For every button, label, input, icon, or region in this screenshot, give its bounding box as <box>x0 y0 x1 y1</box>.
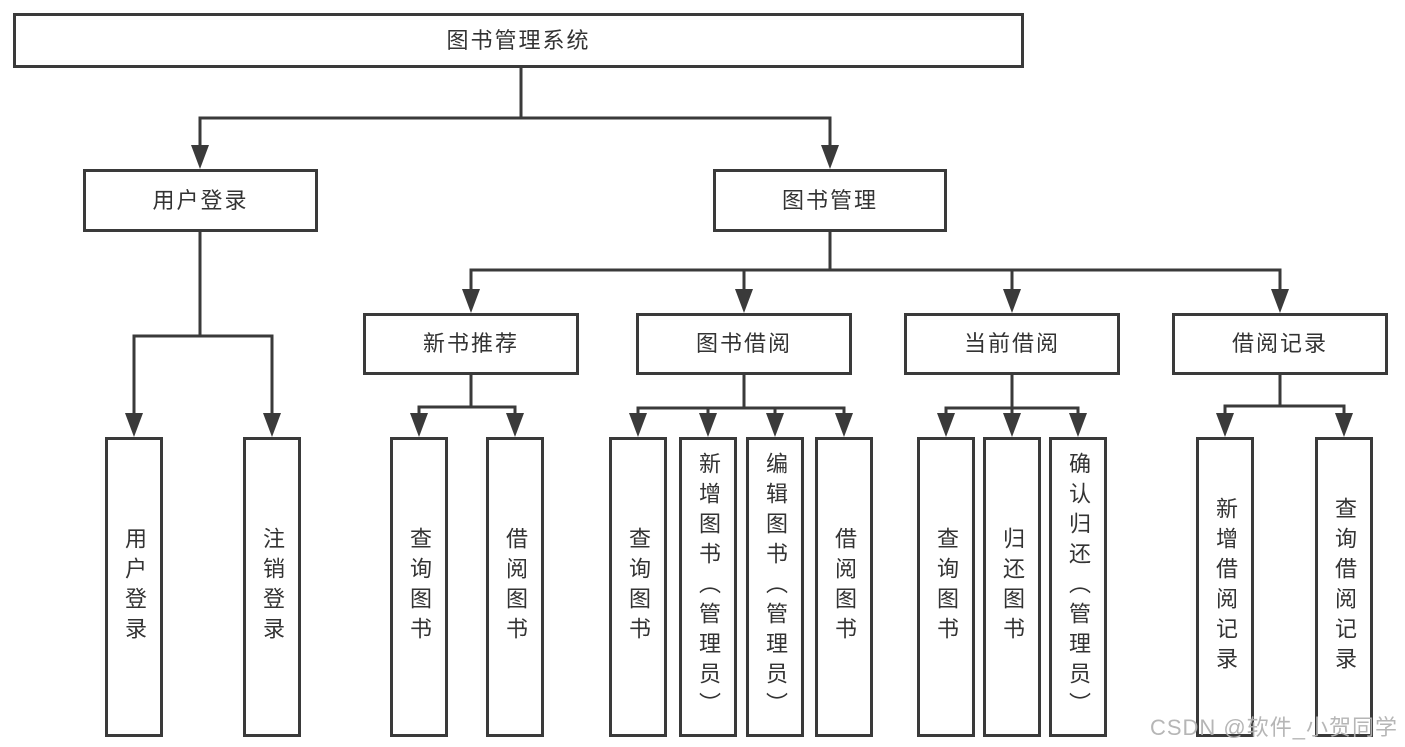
node-label: 当前借阅 <box>963 331 1060 356</box>
arrowhead-icon <box>1003 413 1021 437</box>
node-label: 借阅图书 <box>832 527 857 647</box>
node-label: 用户登录 <box>152 187 249 213</box>
arrowhead-icon <box>263 413 281 437</box>
node-label: 查询图书 <box>407 527 432 647</box>
node-label: 查询借阅记录 <box>1332 497 1357 677</box>
node-label: 编辑图书（管理员） <box>763 452 788 722</box>
leaf-br-query-borrow-record: 查询借阅记录 <box>1315 437 1373 737</box>
node-user-login: 用户登录 <box>83 169 318 232</box>
arrowhead-icon <box>735 289 753 313</box>
arrowhead-icon <box>821 145 839 169</box>
node-label: 用户登录 <box>122 527 147 647</box>
arrowhead-icon <box>506 413 524 437</box>
node-label: 新增图书（管理员） <box>696 452 721 722</box>
arrowhead-icon <box>125 413 143 437</box>
node-label: 图书借阅 <box>695 331 792 356</box>
leaf-nb-borrow-books: 借阅图书 <box>486 437 544 737</box>
node-new-book-recommend: 新书推荐 <box>363 313 579 375</box>
leaf-nb-query-books: 查询图书 <box>390 437 448 737</box>
arrowhead-icon <box>1335 413 1353 437</box>
arrowhead-icon <box>1069 413 1087 437</box>
arrowhead-icon <box>1216 413 1234 437</box>
leaf-br-add-borrow-record: 新增借阅记录 <box>1196 437 1254 737</box>
node-label: 查询图书 <box>626 527 651 647</box>
arrowhead-icon <box>937 413 955 437</box>
node-label: 新书推荐 <box>422 331 519 356</box>
node-label: 确认归还（管理员） <box>1066 452 1091 722</box>
node-borrow-records: 借阅记录 <box>1172 313 1388 375</box>
arrowhead-icon <box>410 413 428 437</box>
node-current-borrow: 当前借阅 <box>904 313 1120 375</box>
connector-lines <box>132 66 1346 410</box>
leaf-cb-confirm-return-admin: 确认归还（管理员） <box>1049 437 1107 737</box>
leaf-bb-add-books-admin: 新增图书（管理员） <box>679 437 737 737</box>
node-book-management: 图书管理 <box>713 169 947 232</box>
node-system-root: 图书管理系统 <box>13 13 1024 68</box>
arrowhead-icon <box>1003 289 1021 313</box>
leaf-bb-query-books: 查询图书 <box>609 437 667 737</box>
arrowhead-icon <box>1271 289 1289 313</box>
node-label: 图书管理系统 <box>446 27 591 53</box>
node-label: 归还图书 <box>1000 527 1025 647</box>
leaf-user-login: 用户登录 <box>105 437 163 737</box>
node-book-borrow: 图书借阅 <box>636 313 852 375</box>
arrowhead-icon <box>191 145 209 169</box>
leaf-cb-query-books: 查询图书 <box>917 437 975 737</box>
arrowhead-icon <box>699 413 717 437</box>
arrowhead-icon <box>835 413 853 437</box>
node-label: 借阅记录 <box>1231 331 1328 356</box>
node-label: 借阅图书 <box>503 527 528 647</box>
arrowhead-icon <box>629 413 647 437</box>
node-label: 查询图书 <box>934 527 959 647</box>
leaf-bb-borrow-books: 借阅图书 <box>815 437 873 737</box>
node-label: 图书管理 <box>781 187 878 213</box>
node-label: 新增借阅记录 <box>1213 497 1238 677</box>
leaf-bb-edit-books-admin: 编辑图书（管理员） <box>746 437 804 737</box>
arrowhead-icon <box>766 413 784 437</box>
leaf-logout: 注销登录 <box>243 437 301 737</box>
node-label: 注销登录 <box>260 527 285 647</box>
arrowhead-icon <box>462 289 480 313</box>
leaf-cb-return-books: 归还图书 <box>983 437 1041 737</box>
watermark: CSDN @软件_小贺同学 <box>1149 715 1398 740</box>
